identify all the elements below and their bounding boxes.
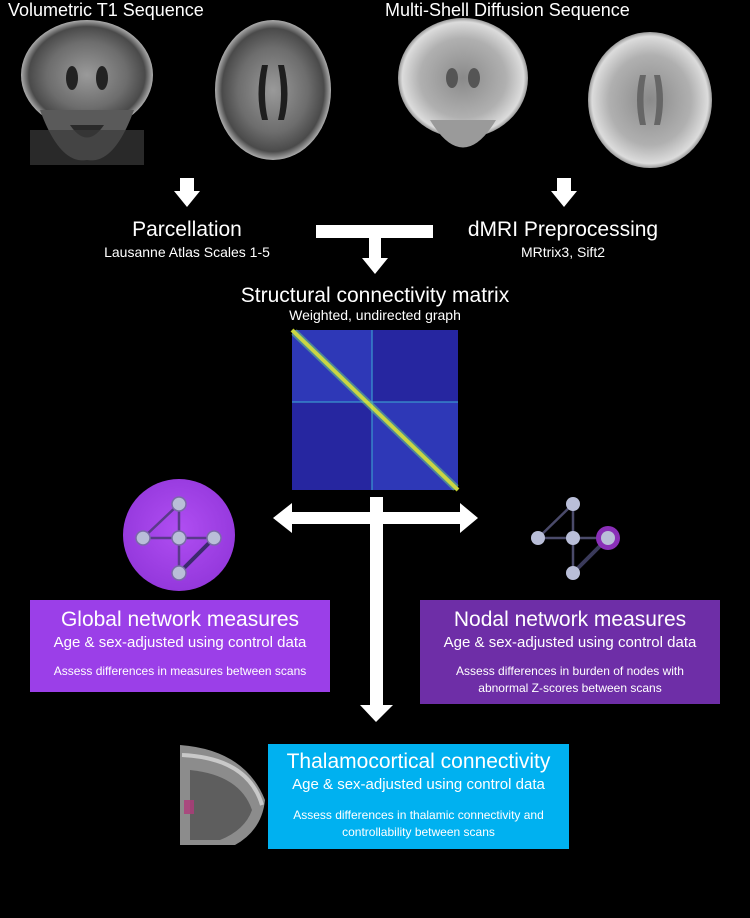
merge-arrow [316,225,433,274]
global-network-icon [123,479,235,591]
thalamocortical-title: Thalamocortical connectivity [286,750,551,773]
thalamocortical-note: Assess differences in thalamic connectiv… [268,807,569,841]
global-measures-subtitle: Age & sex-adjusted using control data [53,634,307,651]
nodal-measures-title: Nodal network measures [453,608,687,631]
t1-axial-image [215,20,331,160]
nodal-measures-note: Assess differences in burden of nodes wi… [420,663,720,697]
global-measures-box: Global network measures Age & sex-adjust… [30,600,330,692]
dwi-coronal-image [398,18,528,148]
t1-coronal-image [21,20,153,165]
nodal-network-icon [531,497,620,580]
nodal-measures-subtitle: Age & sex-adjusted using control data [443,634,697,651]
nodal-note-line1: Assess differences in burden of nodes wi… [456,664,684,678]
thalamocortical-box: Thalamocortical connectivity Age & sex-a… [268,744,569,849]
branch-arrows [273,497,478,722]
thalamus-slice-image [180,745,268,845]
global-measures-note: Assess differences in measures between s… [53,664,307,678]
thalamo-note-line1: Assess differences in thalamic connectiv… [293,808,544,822]
thalamocortical-subtitle: Age & sex-adjusted using control data [292,776,545,793]
matrix-title: Structural connectivity matrix [240,284,510,307]
parcellation-title: Parcellation [132,218,242,241]
dwi-axial-image [588,32,712,168]
arrow-down-t1 [174,178,200,207]
nodal-measures-box: Nodal network measures Age & sex-adjuste… [420,600,720,704]
t1-sequence-header: Volumetric T1 Sequence [8,0,204,20]
diffusion-sequence-header: Multi-Shell Diffusion Sequence [385,0,630,20]
parcellation-subtitle: Lausanne Atlas Scales 1-5 [104,244,270,260]
arrow-down-dwi [551,178,577,207]
thalamo-note-line2: controllability between scans [342,825,495,839]
preprocessing-subtitle: MRtrix3, Sift2 [520,244,605,260]
preprocessing-title: dMRI Preprocessing [467,218,659,241]
nodal-note-line2: abnormal Z-scores between scans [478,681,662,695]
matrix-subtitle: Weighted, undirected graph [289,307,461,323]
connectivity-matrix [290,328,460,492]
global-measures-title: Global network measures [60,608,300,631]
